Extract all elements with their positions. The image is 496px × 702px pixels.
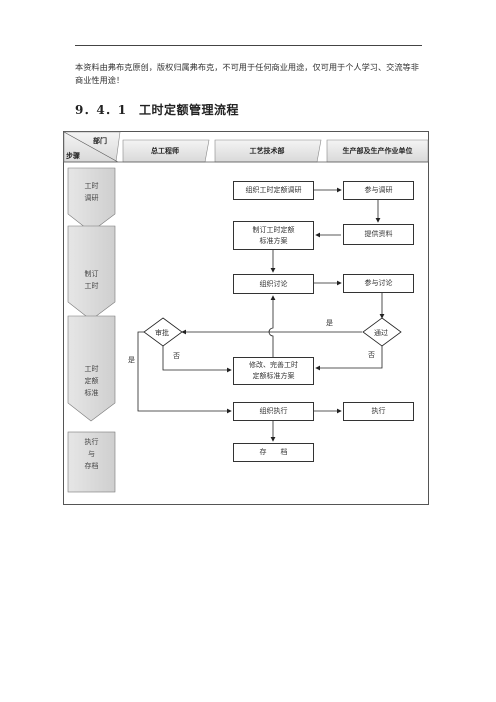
- header-diagonal: [63, 131, 119, 163]
- box-draft-plan: 制订工时定额 标准方案: [233, 221, 314, 250]
- box-provide-data: 提供资料: [343, 224, 414, 245]
- step-label-draft: 制订 工时: [84, 270, 99, 290]
- top-rule: [75, 45, 422, 46]
- step-shape-standard: [67, 315, 116, 422]
- edge-pass-no-to-revise: [315, 346, 383, 371]
- copyright-notice: 本资料由弗布克原创，版权归属弗布克，不可用于任何商业用途，仅可用于个人学习、交流…: [75, 62, 419, 85]
- box-organize-execution: 组织执行: [233, 402, 314, 421]
- box-revise-plan: 修改、完善工时 定额标准方案: [233, 357, 314, 385]
- edge-label-pass-yes: 是: [326, 319, 333, 327]
- edge-approve-yes-to-execution: [137, 331, 232, 414]
- box-execute: 执行: [343, 402, 414, 421]
- decision-pass-shape: [362, 317, 402, 347]
- edge-label-approve-yes: 是: [128, 356, 135, 364]
- step-shape-archive: [67, 431, 116, 493]
- header-step-label: 步骤: [66, 152, 80, 160]
- flowchart-frame: [63, 131, 429, 505]
- header-dept-label: 部门: [93, 137, 107, 145]
- column-production: 生产部及生产作业单位: [342, 147, 413, 155]
- decision-approve-label: 审批: [155, 329, 169, 337]
- box-archive: 存 档: [233, 443, 314, 462]
- step-label-research: 工时 调研: [84, 182, 99, 202]
- edge-label-approve-no: 否: [173, 352, 180, 360]
- edge-revise-to-discussion: [268, 295, 276, 357]
- step-label-archive: 执行 与 存档: [84, 438, 99, 470]
- step-label-standard: 工时 定额 标准: [84, 365, 99, 397]
- box-organize-research: 组织工时定额调研: [233, 181, 314, 200]
- column-process-tech: 工艺技术部: [249, 147, 285, 155]
- step-shape-draft: [67, 225, 116, 321]
- section-heading: 9．4．1 工时定额管理流程: [75, 103, 240, 117]
- decision-approve-shape: [143, 317, 183, 347]
- box-join-discussion: 参与讨论: [343, 274, 414, 293]
- step-shape-research: [67, 167, 116, 233]
- box-organize-discussion: 组织讨论: [233, 274, 314, 294]
- column-chief-engineer: 总工程师: [151, 147, 179, 155]
- edge-approve-no-to-revise: [162, 346, 232, 373]
- decision-pass-label: 通过: [374, 329, 388, 337]
- box-join-research: 参与调研: [343, 181, 414, 200]
- edge-label-pass-no: 否: [368, 351, 375, 359]
